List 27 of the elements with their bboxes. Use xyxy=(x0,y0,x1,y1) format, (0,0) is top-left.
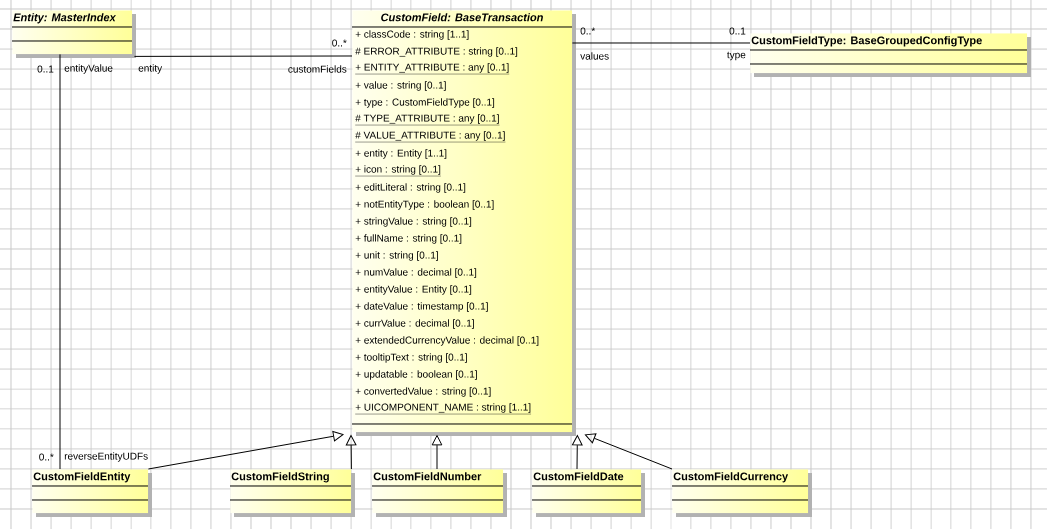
class-box: CustomFieldNumber xyxy=(371,469,507,517)
class-box: CustomFieldEntity xyxy=(31,469,152,517)
role-label: reverseEntityUDFs xyxy=(64,452,148,462)
role-label: customFields xyxy=(288,65,347,73)
role-label: 0..* xyxy=(39,453,54,461)
generalization-arrow xyxy=(147,431,344,470)
class-box: Entity: MasterIndex xyxy=(11,10,136,58)
role-label: entity xyxy=(138,64,163,74)
role-label: 0..1 xyxy=(729,27,746,35)
role-label: 0..1 xyxy=(37,65,54,73)
role-label: type xyxy=(727,51,746,61)
role-label: values xyxy=(580,52,609,60)
generalization-arrow xyxy=(571,435,583,470)
class-box: CustomFieldString xyxy=(229,469,355,517)
class-box: CustomField: BaseTransaction + classCode : string [1..1] # ERROR_ATTRIBUTE : string [0..1] + ENTITY_ATTRIBUTE : any [0..1] + value : string [0..1] + type : CustomFieldType [0..1] # TYPE_ATTRIBUTE : any [0..1] # VALUE_ATTRIBUTE : any [0..1] + entity : Entity [1..1] + icon : string [0..1] + editLiteral : string [0..1] + notEntityType : boolean [0..1] + stringValue : string [0..1] + fullName : string [0..1] + unit : string [0..1] + numValue : decimal [0..1] + entityValue : Entity [0..1] + dateValue : timestamp [0..1] + currValue : decimal [0..1] + extendedCurrencyValue : decimal [0..1] + tooltipText : string [0..1] + updatable : boolean [0..1] + convertedValue : string [0..1] + UICOMPONENT_NAME : string [1..1] xyxy=(351,10,576,436)
association-line xyxy=(59,53,61,470)
association-line xyxy=(133,55,353,57)
role-label: entityValue xyxy=(64,64,113,74)
class-box: CustomFieldType: BaseGroupedConfigType xyxy=(749,33,1031,77)
role-label: 0..* xyxy=(580,27,596,35)
class-box: CustomFieldDate xyxy=(531,469,645,517)
generalization-arrow xyxy=(345,435,357,470)
generalization-arrow xyxy=(431,435,443,470)
class-box: CustomFieldCurrency xyxy=(671,469,812,517)
association-line xyxy=(571,42,751,44)
generalization-arrow xyxy=(584,433,673,470)
role-label: 0..* xyxy=(332,39,347,47)
